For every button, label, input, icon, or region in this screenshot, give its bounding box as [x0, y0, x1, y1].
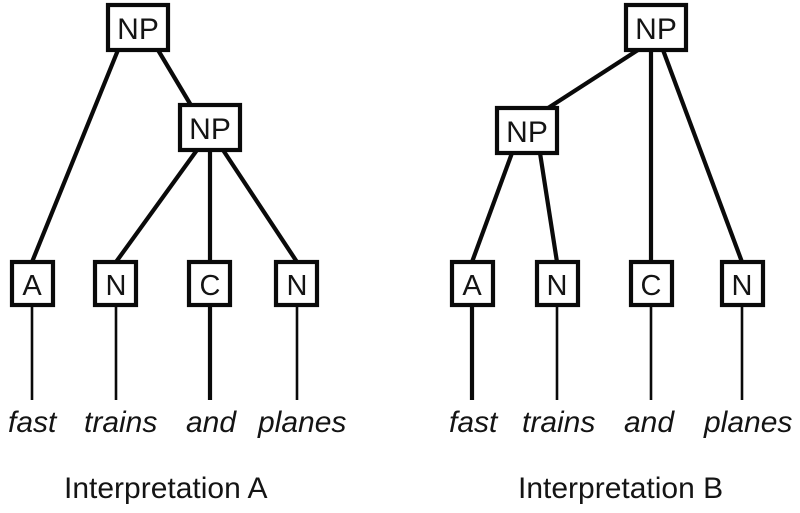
- node-b-pos-3-label: C: [641, 270, 662, 302]
- node-b-np2-label: NP: [506, 116, 548, 149]
- node-a-np2[interactable]: NP: [177, 102, 243, 153]
- node-a-pos-1-label: A: [22, 270, 42, 302]
- node-b-pos-adjective[interactable]: A: [449, 259, 496, 308]
- node-b-pos-noun-2[interactable]: N: [719, 259, 766, 308]
- edge-b-root-to-n: [661, 49, 744, 263]
- edge-b-root-to-np2: [543, 48, 640, 112]
- word-a-trains: trains: [84, 406, 158, 439]
- node-a-pos-conjunction[interactable]: C: [186, 259, 233, 308]
- tree-interpretation-b: NP NP A N C N: [449, 2, 766, 400]
- word-b-planes: planes: [704, 406, 793, 439]
- caption-interpretation-a: Interpretation A: [64, 472, 268, 505]
- node-a-pos-2-label: N: [106, 270, 127, 302]
- node-b-np2[interactable]: NP: [494, 105, 560, 156]
- node-a-np2-label: NP: [189, 113, 231, 146]
- edge-b-np2-to-n: [537, 152, 560, 263]
- tree-interpretation-a: NP NP A N C N: [9, 2, 320, 400]
- node-a-pos-adjective[interactable]: A: [9, 259, 56, 308]
- edge-a-np2-to-n2: [221, 148, 299, 264]
- node-b-pos-2-label: N: [547, 270, 568, 302]
- node-a-pos-noun-1[interactable]: N: [92, 259, 139, 308]
- node-a-pos-noun-2[interactable]: N: [273, 259, 320, 308]
- word-b-and: and: [624, 406, 675, 439]
- edge-b-np2-to-a: [470, 152, 514, 263]
- edge-a-root-to-a: [30, 49, 120, 263]
- node-a-pos-4-label: N: [287, 270, 308, 302]
- node-b-root-label: NP: [635, 13, 677, 46]
- word-a-and: and: [186, 406, 237, 439]
- node-a-root[interactable]: NP: [105, 2, 171, 53]
- word-b-fast: fast: [449, 406, 498, 439]
- node-b-pos-1-label: A: [462, 270, 482, 302]
- node-b-pos-conjunction[interactable]: C: [628, 259, 675, 308]
- caption-interpretation-b: Interpretation B: [518, 472, 724, 505]
- node-a-root-label: NP: [117, 13, 159, 46]
- word-a-fast: fast: [8, 406, 57, 439]
- edge-a-root-to-np2: [156, 48, 194, 109]
- node-b-root[interactable]: NP: [623, 2, 689, 53]
- word-a-planes: planes: [258, 406, 347, 439]
- node-a-pos-3-label: C: [200, 270, 221, 302]
- word-b-trains: trains: [522, 406, 596, 439]
- node-b-pos-4-label: N: [732, 270, 753, 302]
- edge-a-np2-to-n1: [114, 148, 199, 264]
- node-b-pos-noun-1[interactable]: N: [534, 259, 581, 308]
